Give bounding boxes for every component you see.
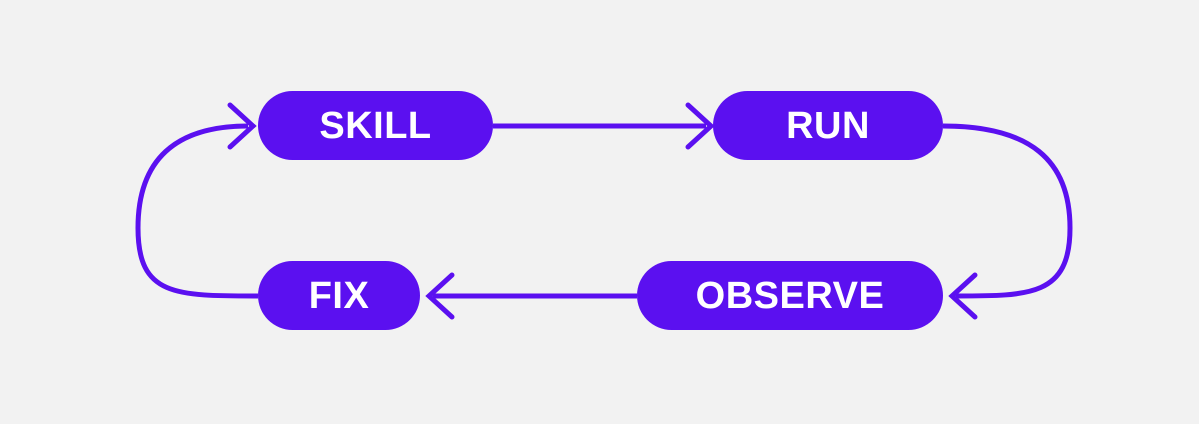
edge-skill-to-run (493, 102, 715, 150)
edge-observe-to-fix (425, 272, 637, 320)
edge-fix-to-skill-curve (135, 123, 259, 299)
node-observe-label: OBSERVE (695, 274, 885, 317)
arrowhead-into-fix (425, 272, 455, 320)
arrowhead-into-skill (227, 102, 257, 150)
node-fix-label: FIX (308, 274, 370, 317)
node-skill[interactable]: SKILL (258, 91, 493, 160)
edge-run-to-observe-curve (942, 123, 1073, 299)
arrowhead-into-observe (948, 272, 978, 320)
node-run[interactable]: RUN (713, 91, 943, 160)
edge-run-to-observe (942, 123, 1073, 320)
node-fix[interactable]: FIX (258, 261, 420, 330)
arrowhead-into-run (685, 102, 715, 150)
node-run-label: RUN (786, 104, 870, 147)
node-observe[interactable]: OBSERVE (637, 261, 943, 330)
node-skill-label: SKILL (319, 104, 432, 147)
edge-fix-to-skill (135, 102, 259, 299)
